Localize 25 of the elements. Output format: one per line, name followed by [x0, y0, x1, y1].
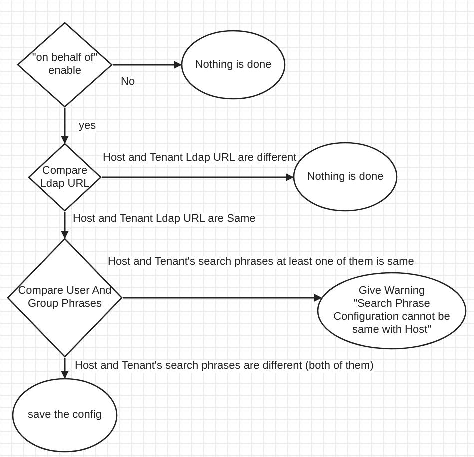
node-text: Give Warning [358, 285, 426, 298]
arrow [102, 174, 294, 182]
edge-label: Host and Tenant Ldap URL are Same [73, 213, 256, 226]
terminal-ellipse [317, 272, 467, 350]
decision-diamond [28, 143, 102, 212]
edge-label: Host and Tenant's search phrases are different (both of them) [75, 360, 374, 373]
node-text: Compare Ldap URL [39, 164, 91, 190]
decision-diamond [17, 22, 113, 108]
node-text: "Search Phrase Configuration cannot be same with Host" [332, 298, 452, 337]
edge-label: Host and Tenant's search phrases at least one of them is same [108, 256, 414, 269]
node-text: Compare User And Group Phrases [17, 285, 113, 311]
node-text: Nothing is done [307, 170, 384, 184]
node-text: "on behalf of" enable [31, 52, 99, 78]
terminal-ellipse [12, 378, 118, 453]
edge-label: No [121, 76, 136, 89]
arrow [61, 108, 69, 144]
edge-label: Host and Tenant Ldap URL are different [103, 152, 297, 165]
arrow [61, 212, 69, 239]
node-text: save the config [28, 409, 102, 422]
arrow [123, 294, 322, 302]
arrow [61, 358, 69, 379]
node-text: Nothing is done [195, 58, 272, 72]
edge-label: yes [79, 120, 96, 133]
terminal-ellipse [181, 30, 286, 100]
arrow [113, 61, 182, 69]
